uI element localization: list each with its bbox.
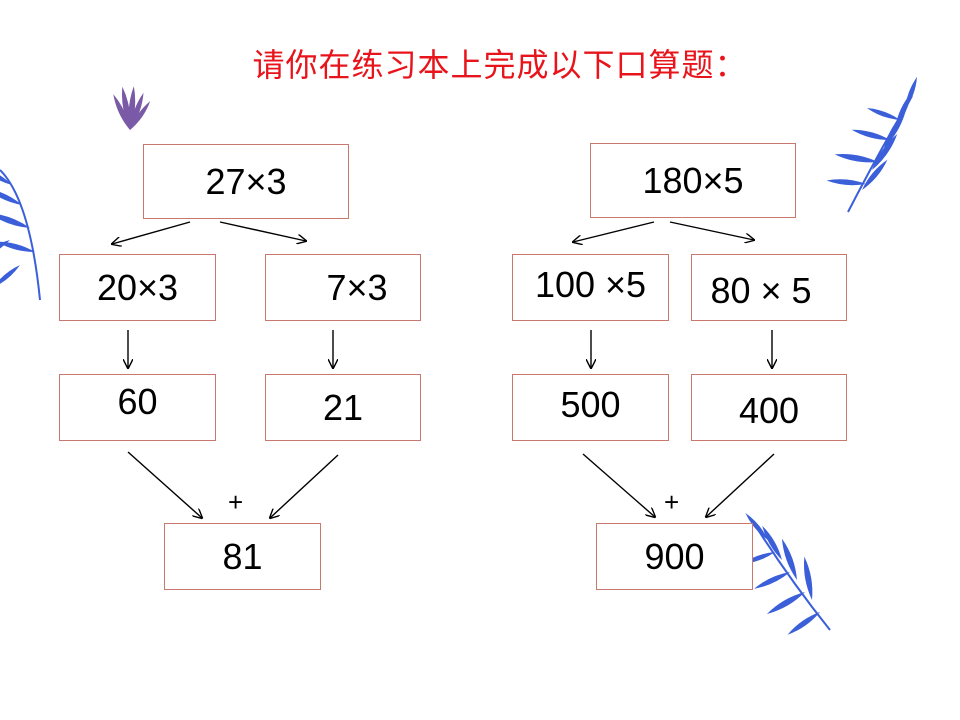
arrow-right-merge-b <box>706 453 775 517</box>
right-result-b-text: 400 <box>738 389 800 431</box>
arrow-right-split-b <box>669 221 754 240</box>
left-plus-sign: + <box>228 487 244 517</box>
right-part-b-box: 80 × 5 <box>691 254 847 321</box>
arrow-right-merge-a <box>582 453 655 517</box>
left-problem-box: 27×3 <box>143 144 349 219</box>
leaf-icon <box>826 76 920 213</box>
right-part-b-text: 80 × 5 <box>710 269 812 311</box>
left-total-text: 81 <box>222 535 263 577</box>
left-problem-text: 27×3 <box>205 160 287 202</box>
left-result-a-text: 60 <box>117 380 158 422</box>
left-result-b-box: 21 <box>265 374 421 441</box>
left-result-b-text: 21 <box>322 386 364 428</box>
left-total-box: 81 <box>164 523 321 590</box>
leaf-icon <box>0 165 41 301</box>
left-part-b-text: 7×3 <box>326 266 388 308</box>
left-result-a-box: 60 <box>59 374 216 441</box>
right-total-box: 900 <box>596 523 753 590</box>
right-total-text: 900 <box>644 535 705 577</box>
arrow-right-split-a <box>573 221 655 242</box>
page-title: 请你在练习本上完成以下口算题： <box>252 46 748 84</box>
arrow-left-split-b <box>219 221 306 241</box>
left-part-b-box: 7×3 <box>265 254 421 321</box>
right-result-a-box: 500 <box>512 374 669 441</box>
right-problem-text: 180×5 <box>642 159 744 201</box>
left-part-a-box: 20×3 <box>59 254 216 321</box>
right-plus-sign: + <box>664 487 680 517</box>
leaf-icon <box>741 511 831 637</box>
arrow-left-merge-a <box>127 451 202 518</box>
right-part-a-text: 100 ×5 <box>534 263 647 305</box>
arrow-left-merge-b <box>270 454 339 518</box>
left-part-a-text: 20×3 <box>96 266 179 308</box>
arrow-left-split-a <box>112 221 191 244</box>
right-result-b-box: 400 <box>691 374 847 441</box>
right-part-a-box: 100 ×5 <box>512 254 669 321</box>
right-result-a-text: 500 <box>560 383 621 425</box>
right-problem-box: 180×5 <box>590 143 796 218</box>
